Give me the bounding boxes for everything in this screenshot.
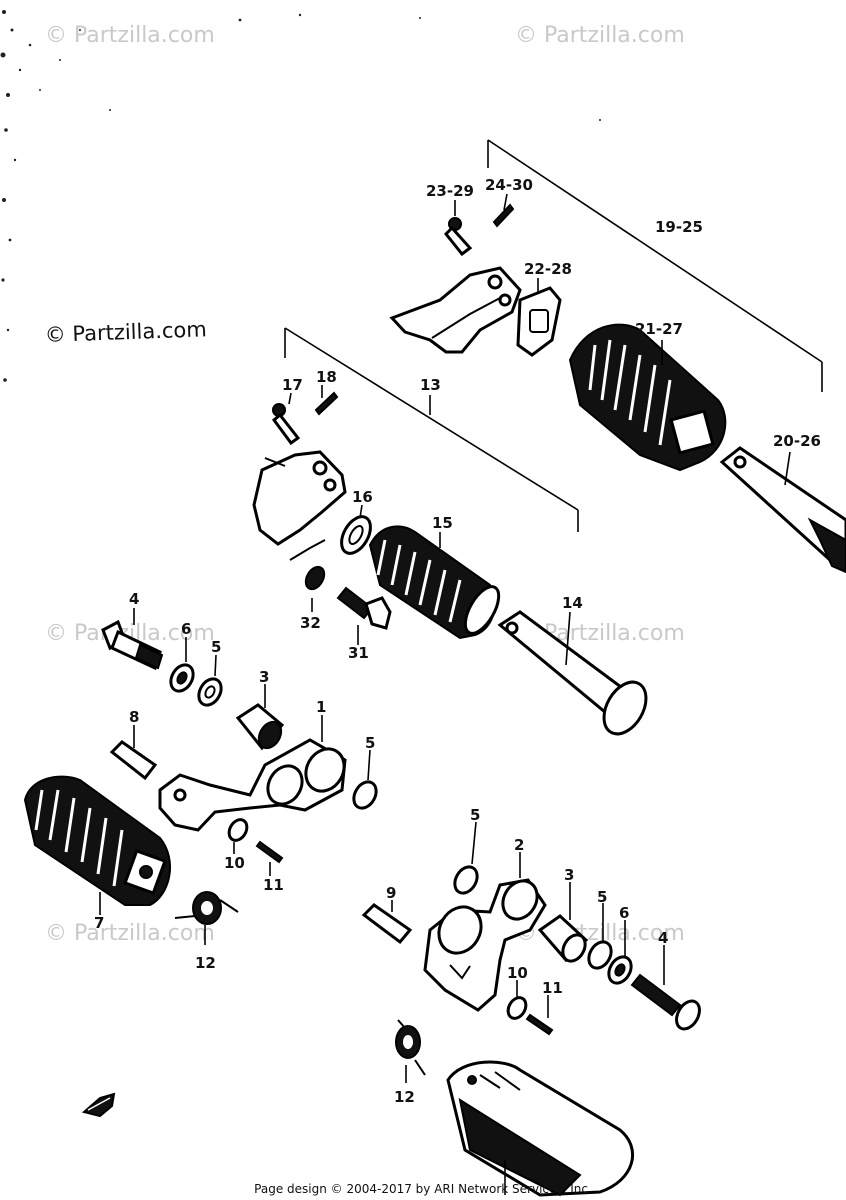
callout-22-28: 22-28 [524,260,572,278]
part-23-29-pin[interactable] [443,217,473,257]
part-rubber-right[interactable] [446,1060,635,1197]
callout-4-left: 4 [129,590,139,608]
part-3-bushing-left[interactable] [235,703,286,752]
callout-14: 14 [562,594,583,612]
callout-5-right-2: 5 [597,888,607,906]
part-4-bolt-left[interactable] [101,619,164,671]
part-15-rubber[interactable] [368,525,505,640]
callout-10-left: 10 [224,854,245,872]
watermark-mid-left: © Partzilla.com [44,317,207,347]
part-5-washer-right-1[interactable] [450,863,481,897]
bracket-13 [284,327,579,532]
callout-labels: 23-29 24-30 19-25 22-28 21-27 20-26 13 1… [94,176,821,1106]
part-10-washer-left[interactable] [226,816,251,843]
part-32-washer[interactable] [302,564,328,593]
callout-7: 7 [94,914,104,932]
part-20-26-shaft[interactable] [719,446,846,574]
callout-17: 17 [282,376,303,394]
callout-13: 13 [420,376,441,394]
callout-6-left: 6 [181,620,191,638]
part-21-27-rubber[interactable] [568,323,727,472]
callout-12-left: 12 [195,954,216,972]
part-10-washer-right[interactable] [505,994,530,1021]
part-14-shaft[interactable] [497,610,655,741]
part-1-bracket[interactable] [158,738,352,832]
part-12-spring-left[interactable] [174,891,239,925]
callout-10-right: 10 [507,964,528,982]
part-5-washer-right-2[interactable] [584,938,615,972]
watermark-top-left: © Partzilla.com [45,23,215,48]
bracket-19-25 [487,139,823,392]
callout-11-right: 11 [542,979,563,997]
part-2-bracket[interactable] [423,875,547,1012]
part-6-washer-left[interactable] [166,661,197,695]
part-12-spring-right[interactable] [395,1019,426,1076]
page-footer: Page design © 2004-2017 by ARI Network S… [254,1182,592,1196]
callout-15: 15 [432,514,453,532]
part-5-washer-left-2[interactable] [349,778,380,812]
part-8-pin[interactable] [109,740,158,781]
part-18-cotter-pin[interactable] [314,391,339,416]
callout-24-30: 24-30 [485,176,533,194]
part-17-pin[interactable] [271,403,301,446]
front-arrow-icon [81,1092,116,1118]
part-31-bolt[interactable] [336,586,392,630]
part-5-washer-left-1[interactable] [194,675,225,709]
watermark-left-3: © Partzilla.com [45,921,215,946]
scan-noise [0,10,601,382]
callout-5-left-1: 5 [211,638,221,656]
callout-3-left: 3 [259,668,269,686]
part-16-washer[interactable] [336,512,377,559]
part-middle-holder[interactable] [252,450,347,561]
part-9-pin-right[interactable] [361,903,413,945]
callout-20-26: 20-26 [773,432,821,450]
part-24-30-cotter-pin[interactable] [492,203,515,228]
callout-19-25: 19-25 [655,218,703,236]
part-11-cotter-right[interactable] [525,1013,554,1036]
callout-12-right: 12 [394,1088,415,1106]
part-3-bushing-right[interactable] [537,914,590,965]
callout-18: 18 [316,368,337,386]
part-upper-holder[interactable] [389,266,522,354]
callout-6-right: 6 [619,904,629,922]
callout-8: 8 [129,708,139,726]
watermark-top-right: © Partzilla.com [515,23,685,48]
part-4-bolt-right[interactable] [630,973,704,1033]
callout-2: 2 [514,836,524,854]
callout-5-right-1: 5 [470,806,480,824]
callout-11-left: 11 [263,876,284,894]
callout-3-right: 3 [564,866,574,884]
callout-1: 1 [316,698,326,716]
part-7-rubber[interactable] [23,775,172,906]
callout-21-27: 21-27 [635,320,683,338]
callout-4-right: 4 [658,929,668,947]
part-22-28-plate[interactable] [516,286,562,357]
part-6-washer-right[interactable] [604,953,635,987]
callout-31: 31 [348,644,369,662]
callout-16: 16 [352,488,373,506]
part-11-cotter-left[interactable] [255,840,284,864]
callout-5-left-2: 5 [365,734,375,752]
leader-lines [99,193,791,1195]
callout-9-right: 9 [386,884,396,902]
callout-32: 32 [300,614,321,632]
callout-23-29: 23-29 [426,182,474,200]
